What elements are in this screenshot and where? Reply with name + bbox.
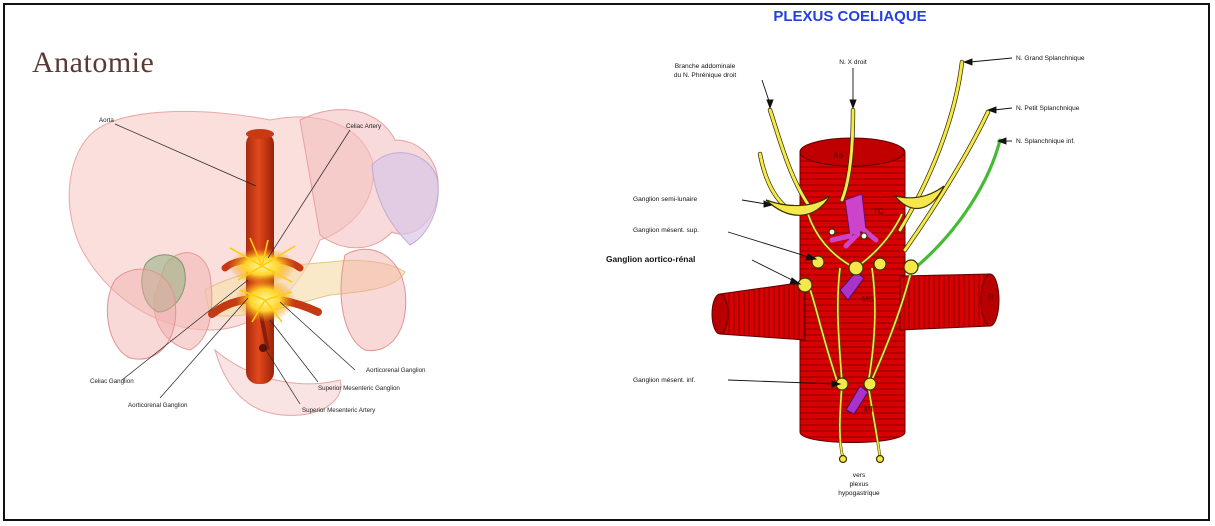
label-grand-splanchnique: N. Grand Splanchnique <box>1016 55 1085 62</box>
label-mesent-sup: Ganglion mésent. sup. <box>633 227 699 234</box>
renal-artery-left-shape <box>720 282 805 340</box>
label-aortico-renal: Ganglion aortico-rénal <box>606 254 695 264</box>
right-illustration: Ao TC MS MI R Branche addominale du N. P… <box>606 55 1085 497</box>
label-branche-line1: Branche addominale <box>675 63 736 70</box>
label-aorticorenal-ganglion-left: Aorticorenal Ganglion <box>128 402 188 409</box>
tag-ao: Ao <box>833 151 844 160</box>
label-superior-mesenteric-ganglion: Superior Mesenteric Ganglion <box>318 385 400 392</box>
label-branche-line2: du N. Phrénique droit <box>674 72 736 79</box>
mesent-sup-ganglion <box>849 261 863 275</box>
label-superior-mesenteric-artery: Superior Mesenteric Artery <box>302 407 376 414</box>
label-mesent-inf: Ganglion mésent. inf. <box>633 377 695 384</box>
label-celiac-ganglion: Celiac Ganglion <box>90 378 134 385</box>
mesent-inf-ganglion-right <box>864 378 876 390</box>
label-petit-splanchnique: N. Petit Splanchnique <box>1016 105 1080 112</box>
label-celiac-artery: Celiac Artery <box>346 123 382 130</box>
tag-r: R <box>988 293 994 302</box>
aorta-top <box>246 129 274 139</box>
renal-artery-right-shape <box>900 274 990 330</box>
tag-ms: MS <box>862 295 875 304</box>
tag-tc: TC <box>873 207 884 216</box>
left-illustration: Aorta Celiac Artery Celiac Ganglion Aort… <box>69 110 438 416</box>
label-semi-lunaire: Ganglion semi-lunaire <box>633 196 697 203</box>
tag-mi: MI <box>864 405 873 414</box>
aortico-renal-ganglion-left <box>798 278 812 292</box>
aortico-renal-ganglion-right <box>904 260 918 274</box>
label-nx-droit: N. X droit <box>839 59 867 66</box>
kidney-left-shape <box>341 249 406 350</box>
label-splanchnique-inf: N. Splanchnique inf. <box>1016 138 1075 145</box>
label-aorticorenal-ganglion-right: Aorticorenal Ganglion <box>366 367 426 374</box>
label-vers: vers <box>853 472 866 479</box>
intestine-shape <box>215 350 341 415</box>
label-aorta: Aorta <box>99 117 114 124</box>
mesent-sup-ganglion-right <box>874 258 886 270</box>
label-hypogastrique: hypogastrique <box>838 490 880 497</box>
label-plexus: plexus <box>849 481 869 488</box>
